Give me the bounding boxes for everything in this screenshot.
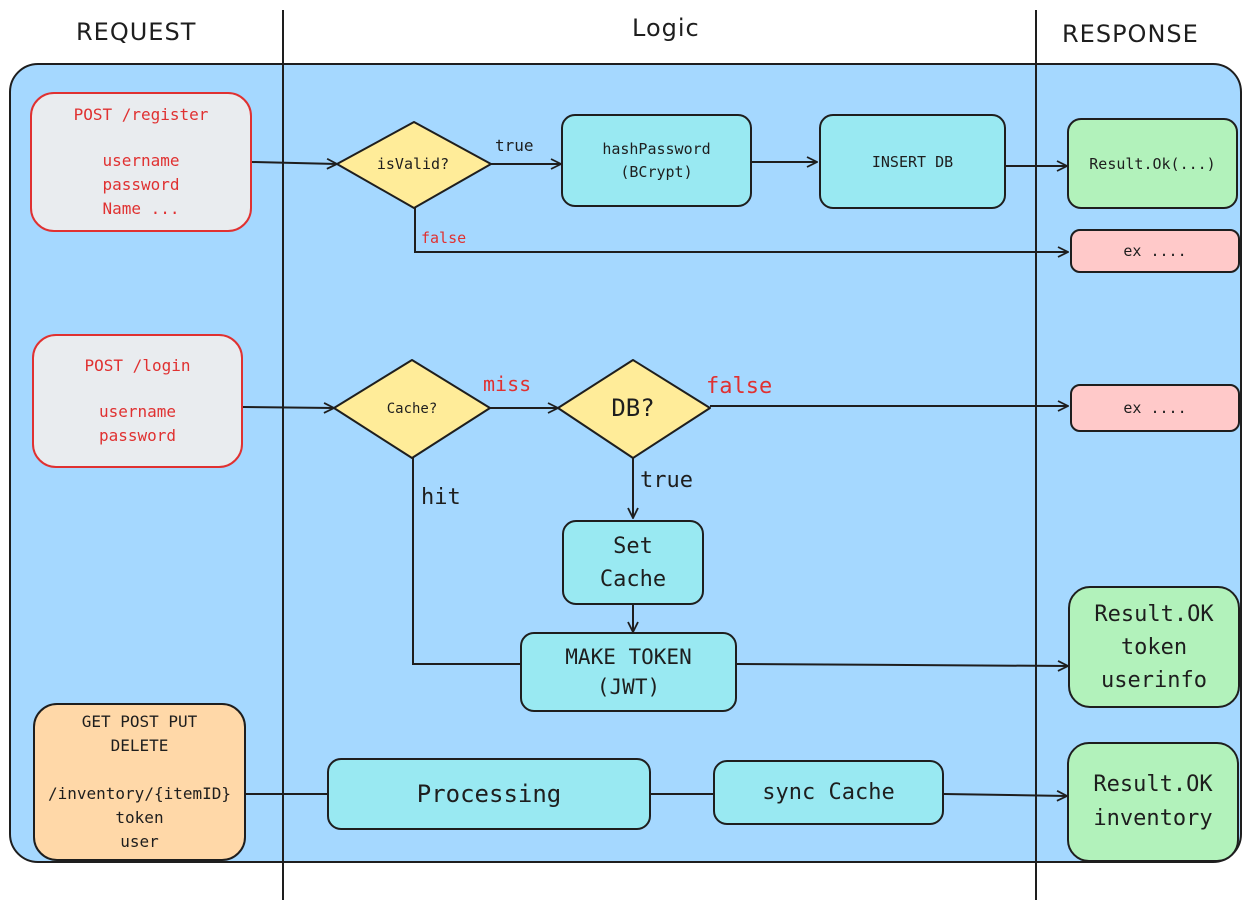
register-error-box: ex ....: [1070, 229, 1240, 273]
login-ok-box: Result.OK token userinfo: [1068, 586, 1240, 708]
inventory-ok-label: Result.OK: [1093, 772, 1213, 797]
header-response: RESPONSE: [1062, 20, 1199, 48]
login-ok-label: Result.OK: [1094, 601, 1214, 627]
processing-box: Processing: [327, 758, 651, 830]
arrow-isvalid-false-to-error: [414, 208, 1068, 252]
set-cache-box: Set Cache: [562, 520, 704, 605]
login-true-label: true: [640, 468, 693, 493]
insert-db-box: INSERT DB: [819, 114, 1006, 209]
register-field-username: username: [102, 151, 180, 170]
login-error-label: ex ....: [1123, 399, 1187, 417]
jwt-label: (JWT): [596, 675, 661, 699]
sync-cache-label: sync Cache: [762, 780, 895, 805]
arrow-token-to-ok: [736, 664, 1068, 666]
inventory-path: /inventory/{itemID}: [47, 784, 232, 803]
register-ok-box: Result.Ok(...): [1067, 118, 1238, 209]
sync-cache-box: sync Cache: [713, 760, 944, 825]
header-logic: Logic: [632, 14, 700, 42]
processing-label: Processing: [416, 780, 562, 808]
register-field-name: Name ...: [102, 199, 180, 218]
inventory-field-user: user: [120, 832, 159, 851]
login-field-username: username: [98, 402, 177, 421]
register-false-label: false: [421, 229, 467, 247]
login-hit-label: hit: [421, 485, 461, 510]
make-token-label: MAKE TOKEN: [565, 645, 692, 669]
register-request-box: POST /register username password Name ..…: [30, 92, 252, 232]
inventory-ok-inventory: inventory: [1093, 806, 1213, 831]
login-miss-label: miss: [483, 372, 532, 396]
register-ok-label: Result.Ok(...): [1089, 154, 1216, 173]
login-false-label: false: [706, 374, 773, 399]
arrow-login-to-cache: [242, 407, 334, 408]
login-ok-userinfo: userinfo: [1101, 667, 1207, 693]
db-decision-label: DB?: [611, 394, 655, 422]
set-cache-label-1: Set: [613, 533, 653, 559]
inventory-methods-1: GET POST PUT: [81, 712, 198, 731]
insert-db-label: INSERT DB: [871, 152, 954, 171]
arrow-sync-to-ok: [943, 794, 1067, 796]
hash-password-box: hashPassword (BCrypt): [561, 114, 752, 207]
set-cache-label-2: Cache: [599, 566, 667, 592]
login-ok-token: token: [1120, 634, 1188, 660]
login-request-title: POST /login: [84, 356, 191, 375]
hash-password-label: hashPassword: [602, 139, 711, 158]
register-field-password: password: [102, 175, 180, 194]
header-request: REQUEST: [76, 18, 197, 46]
inventory-methods-2: DELETE: [110, 736, 169, 755]
inventory-field-token: token: [115, 808, 164, 827]
register-true-label: true: [495, 136, 534, 155]
inventory-ok-box: Result.OK inventory: [1067, 742, 1239, 862]
isvalid-label: isValid?: [376, 155, 450, 173]
background-panel: [9, 63, 1242, 863]
login-error-box: ex ....: [1070, 384, 1240, 432]
login-request-box: POST /login username password: [32, 334, 243, 468]
arrow-cache-hit-to-token: [412, 458, 520, 665]
hash-bcrypt-label: (BCrypt): [620, 162, 693, 181]
make-token-box: MAKE TOKEN (JWT): [520, 632, 737, 712]
inventory-request-box: GET POST PUT DELETE /inventory/{itemID} …: [33, 703, 246, 861]
register-request-title: POST /register: [73, 105, 209, 124]
cache-decision-label: Cache?: [386, 401, 438, 417]
arrow-register-to-isvalid: [251, 162, 337, 164]
register-error-label: ex ....: [1123, 242, 1187, 260]
login-field-password: password: [98, 426, 177, 445]
